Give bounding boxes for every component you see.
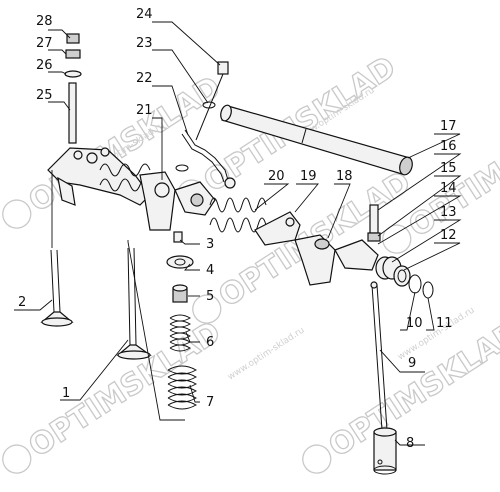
rocker-arm-left (47, 147, 151, 206)
callout-11: 11 (436, 316, 453, 331)
washer-26 (64, 70, 82, 78)
callout-7: 7 (206, 395, 214, 410)
retaining-ring-11 (422, 281, 434, 299)
adjusting-screw-16 (367, 204, 381, 242)
rocker-arm-19 (254, 211, 301, 246)
callout-19: 19 (300, 169, 317, 184)
callout-26: 26 (36, 58, 53, 73)
callout-22: 22 (136, 71, 153, 86)
copper-washer-23 (175, 101, 216, 172)
rocker-spring-middle (209, 197, 267, 233)
exhaust-valve-2 (40, 249, 74, 327)
callout-13: 13 (440, 205, 457, 220)
callout-23: 23 (136, 36, 153, 51)
callout-25: 25 (36, 88, 53, 103)
callout-14: 14 (440, 181, 457, 196)
intake-valve-1 (116, 247, 152, 360)
watermark-logo: OPTIMSKLAD (302, 314, 500, 474)
callout-9: 9 (408, 356, 416, 371)
callout-24: 24 (136, 7, 153, 22)
callout-labels: 28 27 26 25 24 23 22 21 20 19 18 17 16 1… (18, 7, 457, 451)
callout-12: 12 (440, 228, 457, 243)
washer-12 (393, 265, 411, 287)
callout-16: 16 (440, 139, 457, 154)
callout-4: 4 (206, 263, 214, 278)
callout-21: 21 (136, 103, 153, 118)
spring-retainer-4 (166, 255, 194, 269)
leader-lines (14, 21, 462, 446)
tappet-8 (373, 427, 397, 475)
callout-8: 8 (406, 436, 414, 451)
cap-nut-28 (66, 33, 80, 44)
callout-10: 10 (406, 316, 423, 331)
bolt-24 (195, 61, 229, 141)
callout-5: 5 (206, 289, 214, 304)
adjusting-screw-25 (68, 82, 77, 144)
callout-28: 28 (36, 14, 53, 29)
outer-valve-spring-7 (167, 365, 198, 410)
rocker-arm-middle (174, 181, 216, 216)
rocker-arm-right (334, 239, 379, 271)
watermark-brand-text: OPTIMSKLAD (23, 315, 227, 465)
oil-pipe-22 (181, 129, 236, 189)
callout-3: 3 (206, 237, 214, 252)
rocker-shaft (220, 104, 413, 176)
valve-cotter-3 (173, 231, 183, 243)
callout-6: 6 (206, 335, 214, 350)
valve-stem-seal-5 (172, 284, 188, 303)
watermark-site-text: www.optim-sklad.ru (226, 326, 306, 383)
spacer-18 (294, 234, 336, 286)
nut-27 (65, 49, 81, 59)
callout-1: 1 (62, 386, 70, 401)
callout-20: 20 (268, 169, 285, 184)
callout-2: 2 (18, 295, 26, 310)
inner-valve-spring-6 (169, 314, 191, 352)
callout-27: 27 (36, 36, 53, 51)
callout-17: 17 (440, 119, 457, 134)
watermark-logo: OPTIMSKLAD (2, 314, 228, 474)
rocker-spring-left (99, 163, 151, 192)
push-rod-9 (370, 281, 388, 431)
spring-washer-10 (408, 274, 422, 294)
callout-18: 18 (336, 169, 353, 184)
callout-15: 15 (440, 161, 457, 176)
rocker-bracket (139, 171, 176, 231)
